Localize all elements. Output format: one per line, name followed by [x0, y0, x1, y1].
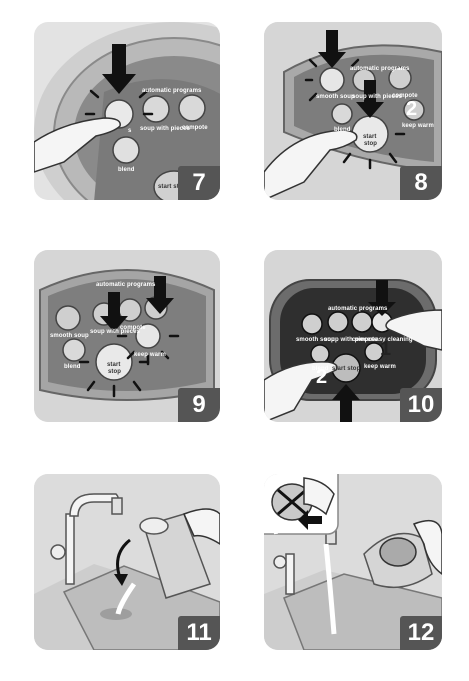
step-8-illustration — [264, 22, 442, 200]
press-arrow-icon — [368, 280, 396, 316]
keep-warm-button[interactable] — [364, 342, 384, 362]
hand-icon — [34, 117, 121, 173]
step-10-panel: automatic programs smooth soup soup with… — [264, 250, 442, 422]
label-compote: compote — [352, 337, 378, 343]
label-soup-pieces: soup with pieces — [140, 126, 190, 132]
callout-2: 2 — [316, 366, 328, 388]
blend-button[interactable] — [310, 344, 330, 364]
step-number-11: 11 — [178, 616, 220, 650]
label-automatic-programs: automatic programs — [96, 282, 156, 288]
hand-icon — [264, 361, 338, 422]
label-compote: compote — [392, 93, 418, 99]
blend-button[interactable] — [331, 103, 353, 125]
blend-button[interactable] — [112, 136, 140, 164]
step-9-panel: automatic programs smooth soup soup with… — [34, 250, 220, 422]
step-11-panel: 11 — [34, 474, 220, 650]
label-stop: stop — [364, 141, 378, 147]
step-number-8: 8 — [400, 166, 442, 200]
label-easy-cleaning: easy cleaning — [372, 337, 413, 343]
smooth-soup-button[interactable] — [319, 67, 345, 93]
step-number-12: 12 — [400, 616, 442, 650]
push-arrow-icon — [298, 510, 322, 530]
hand-icon — [182, 508, 220, 545]
label-stop: stop — [108, 369, 122, 375]
step-7-panel: automatic programs s soup with pieces co… — [34, 22, 220, 200]
label-soup-pieces: soup with pieces — [352, 94, 402, 100]
label-soup-pieces: soup with pieces — [90, 329, 140, 335]
step-8-panel: automatic programs smooth soup soup with… — [264, 22, 442, 200]
step-7-illustration — [34, 22, 220, 200]
label-keep-warm: keep warm — [402, 123, 434, 129]
label-automatic-programs: automatic programs — [142, 88, 202, 94]
hand-icon — [385, 309, 442, 351]
blender-jug-icon — [143, 513, 211, 599]
label-smooth-soup: smooth soup — [316, 94, 355, 100]
step-10-illustration — [264, 250, 442, 422]
step-number-9: 9 — [178, 388, 220, 422]
press-arrow-icon — [332, 384, 360, 422]
smooth-soup-button[interactable] — [301, 313, 323, 335]
step-number-10: 10 — [400, 388, 442, 422]
label-compote: compote — [120, 325, 146, 331]
callout-2: 2 — [406, 98, 418, 120]
press-arrow-icon — [146, 276, 174, 314]
compote-button[interactable] — [351, 311, 373, 333]
compote-button[interactable] — [178, 94, 206, 122]
hand-icon — [264, 129, 358, 200]
keep-warm-button[interactable] — [135, 323, 161, 349]
compote-button[interactable] — [388, 66, 412, 90]
soup-pieces-button[interactable] — [327, 311, 349, 333]
pour-arrow-icon — [114, 574, 128, 586]
press-arrow-icon — [318, 30, 346, 68]
label-blend: blend — [334, 127, 351, 133]
label-smooth-soup: smooth soup — [296, 337, 335, 343]
press-arrow-icon — [100, 292, 128, 332]
step-12-panel: 12 — [264, 474, 442, 650]
label-start: start — [363, 134, 377, 140]
smooth-soup-button[interactable] — [55, 305, 81, 331]
keep-warm-button[interactable] — [403, 99, 425, 121]
label-compote: compote — [182, 125, 208, 131]
label-s: s — [128, 128, 132, 134]
hand-icon — [412, 519, 442, 575]
label-smooth-soup: smooth soup — [50, 333, 89, 339]
label-start: start — [107, 362, 121, 368]
label-automatic-programs: automatic programs — [328, 306, 388, 312]
label-soup-pieces: soup with pieces — [324, 337, 374, 343]
step-number-7: 7 — [178, 166, 220, 200]
soup-pieces-button[interactable] — [142, 95, 170, 123]
label-blend: blend — [118, 167, 135, 173]
label-blend: blend — [312, 366, 329, 372]
callout-1: 1 — [380, 338, 392, 360]
label-automatic-programs: automatic programs — [350, 66, 410, 72]
blend-button[interactable] — [62, 338, 86, 362]
label-start-stop: start stop — [158, 184, 187, 190]
label-keep-warm: keep warm — [134, 352, 166, 358]
press-arrow-icon — [102, 44, 136, 94]
label-keep-warm: keep warm — [364, 364, 396, 370]
start-stop-button[interactable] — [95, 343, 133, 381]
press-arrow-icon — [356, 80, 384, 118]
label-start-stop: start stop — [332, 366, 361, 372]
label-blend: blend — [64, 364, 81, 370]
